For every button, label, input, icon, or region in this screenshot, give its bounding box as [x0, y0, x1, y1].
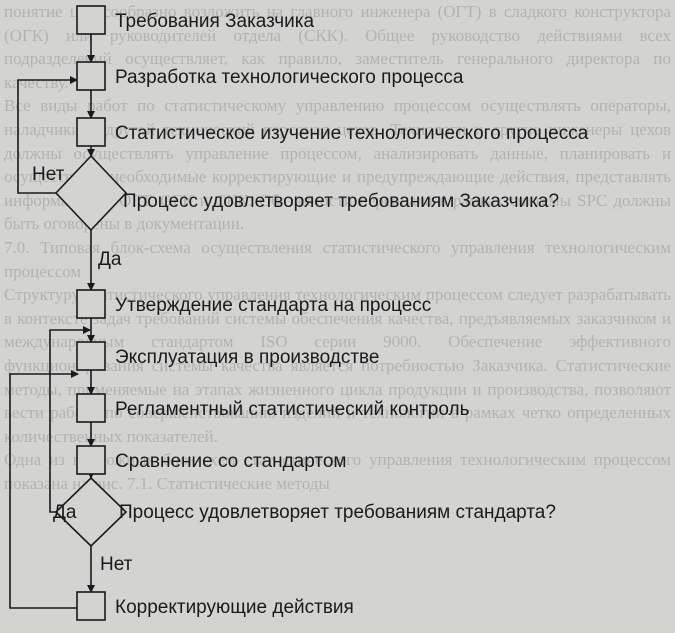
step-box [76, 61, 106, 91]
loop-connector-yes [49, 326, 91, 513]
step-box [76, 445, 106, 475]
decision-label: Процесс удовлетворяет требованиям Заказч… [123, 191, 559, 212]
branch-label-no: Нет [32, 164, 65, 185]
step-box [76, 5, 106, 35]
step-label: Корректирующие действия [115, 597, 354, 618]
step-box [76, 591, 106, 621]
decision-diamond [54, 476, 128, 548]
background-paragraph: Структуру статистического управления тех… [4, 285, 671, 446]
decision-label: Процесс удовлетворяет требованиям станда… [119, 502, 556, 523]
loop-connector-corrective [9, 370, 79, 609]
branch-label-yes: Да [53, 502, 77, 523]
loop-connector-no [17, 76, 78, 194]
step-label: Требования Заказчика [115, 11, 314, 32]
step-box [76, 341, 106, 371]
branch-label-no: Нет [100, 554, 133, 575]
step-box [76, 117, 106, 147]
step-label: Разработка технологического процесса [115, 67, 464, 88]
background-heading: 7.0. Типовая блок-схема осуществления ст… [4, 237, 671, 281]
background-paragraph: понятие целесообразно возложить на главн… [4, 2, 671, 92]
step-label: Сравнение со стандартом [115, 451, 347, 472]
step-label: Статистическое изучение технологического… [115, 123, 589, 144]
decision-diamond [54, 154, 128, 232]
step-label: Регламентный статистический контроль [115, 399, 470, 420]
step-label: Утверждение стандарта на процесс [115, 295, 431, 316]
background-paragraph: Все виды работ по статистическому управл… [4, 96, 671, 234]
branch-label-yes: Да [98, 249, 122, 270]
step-box [76, 289, 106, 319]
step-label: Эксплуатация в производстве [115, 347, 380, 368]
step-box [76, 393, 106, 423]
